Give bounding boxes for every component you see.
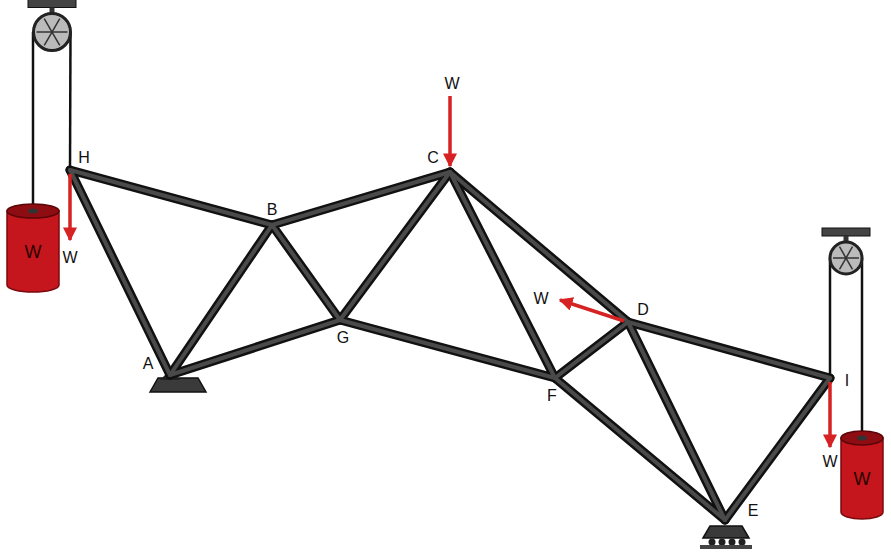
cylinder-hook: [857, 436, 867, 441]
truss-member-face: [628, 322, 830, 378]
truss-member-face: [170, 320, 340, 375]
truss-member: [628, 322, 830, 378]
truss-member: [272, 225, 340, 320]
truss-member-face: [340, 172, 450, 320]
joint-label: A: [142, 356, 155, 372]
truss-member: [70, 170, 272, 225]
truss-member-face: [70, 170, 170, 375]
load-label: W: [443, 76, 460, 92]
truss-member: [628, 322, 725, 520]
truss-member-face: [340, 320, 555, 378]
cylinder-top: [7, 204, 59, 218]
truss-member: [725, 378, 830, 520]
truss-member: [272, 172, 450, 225]
pulley-spoke: [52, 19, 60, 32]
truss-members: [70, 170, 830, 520]
truss-member-face: [272, 172, 450, 225]
pulley-spoke: [833, 257, 846, 259]
truss-member: [170, 225, 272, 375]
roller: [739, 539, 746, 546]
cylinder-hook: [28, 209, 38, 214]
load-label: W: [821, 454, 838, 470]
pulley-wheel: [830, 242, 862, 274]
load-arrow: [828, 382, 832, 447]
truss-member-face: [450, 172, 628, 322]
pulley-spoke: [44, 19, 52, 32]
cylinder-top: [841, 431, 883, 445]
truss-member: [555, 322, 628, 378]
truss-member-face: [272, 225, 340, 320]
rope: [861, 258, 864, 436]
cylinder-body: [7, 211, 59, 292]
joint-label: G: [336, 330, 350, 346]
roller: [729, 539, 736, 546]
truss-member-face: [725, 378, 830, 520]
pulley-spoke: [52, 32, 60, 45]
joint-label: F: [546, 388, 558, 404]
pulley-spoke: [840, 247, 847, 258]
pulley-bracket: [28, 0, 76, 8]
joint-label: H: [77, 150, 91, 166]
truss-member: [555, 378, 725, 520]
pulleys: [28, 0, 870, 436]
load-arrow: [68, 174, 72, 240]
load-arrow: [560, 300, 624, 321]
pulley-wheel: [34, 14, 71, 51]
pulley-spoke: [44, 32, 52, 45]
joint-label: I: [844, 373, 850, 389]
rope: [829, 258, 832, 378]
truss-member-face: [628, 322, 725, 520]
pulley-spoke: [52, 31, 68, 33]
rope: [32, 32, 35, 210]
pulley-spoke: [846, 247, 853, 258]
joint-label: E: [747, 503, 760, 519]
cylinder-body: [841, 438, 883, 519]
weight-cylinder: W: [840, 430, 884, 520]
truss-member-face: [555, 322, 628, 378]
truss-member: [450, 172, 628, 322]
truss-member-face: [450, 172, 555, 378]
truss-member-face: [555, 378, 725, 520]
joint-label: B: [266, 202, 279, 218]
truss-member: [450, 172, 555, 378]
pin-support: [150, 378, 206, 392]
truss-member-face: [170, 225, 272, 375]
truss-member: [170, 320, 340, 375]
roller-base: [700, 545, 752, 549]
pulley-spoke: [846, 258, 853, 269]
roller: [709, 539, 716, 546]
weight-cylinder: W: [6, 203, 60, 293]
joint-label: D: [636, 302, 650, 318]
pulley-spoke: [846, 257, 859, 259]
joint-label: C: [426, 150, 440, 166]
loads: [70, 96, 830, 447]
weight-label: W: [840, 470, 884, 488]
pulley-bracket: [822, 228, 870, 236]
truss-member-face: [70, 170, 272, 225]
roller-support: [703, 526, 749, 538]
load-arrow: [448, 96, 452, 166]
truss-member: [70, 170, 170, 375]
pulley-spoke: [840, 258, 847, 269]
load-label: W: [532, 291, 549, 307]
roller: [719, 539, 726, 546]
weight-label: W: [6, 243, 60, 261]
rope: [69, 32, 72, 170]
truss-member: [340, 320, 555, 378]
pulley-spoke: [37, 31, 53, 33]
load-label: W: [61, 250, 78, 266]
truss-member: [340, 172, 450, 320]
